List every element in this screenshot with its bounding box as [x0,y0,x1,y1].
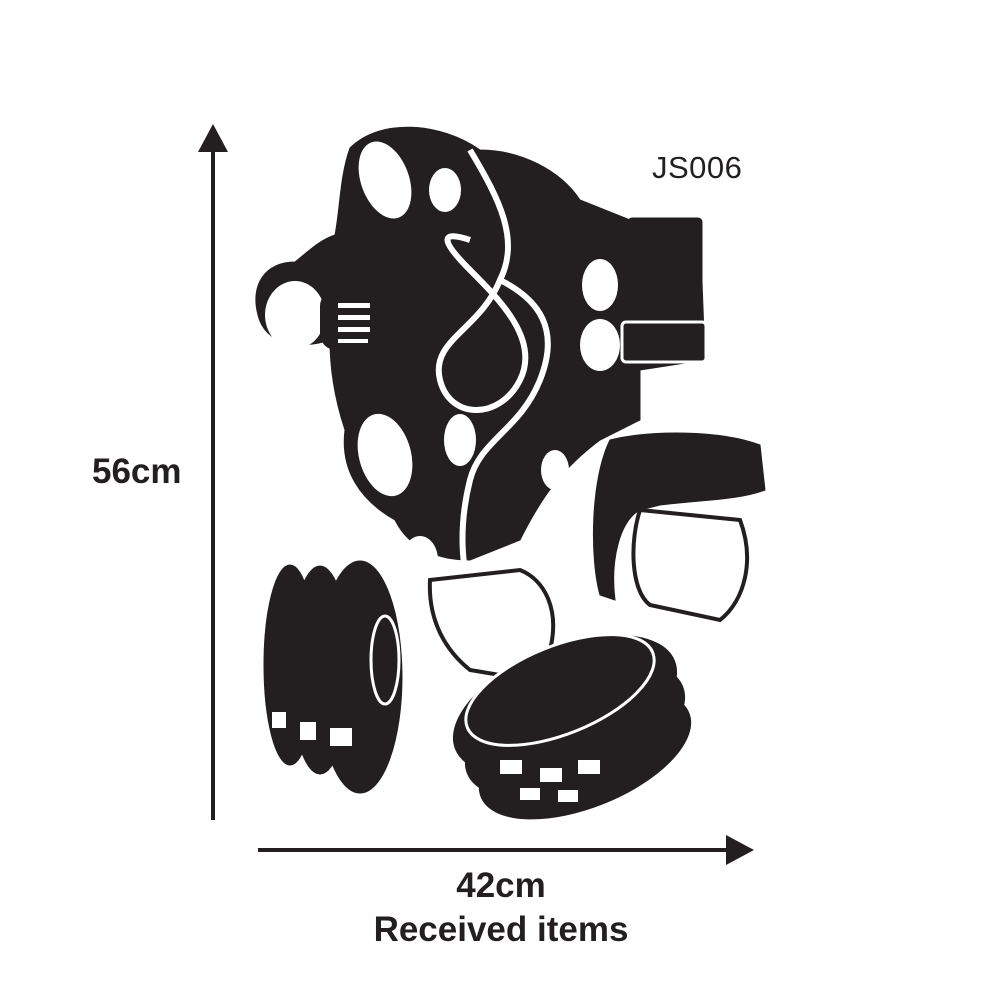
height-dimension: 56cm [92,452,182,491]
caption: Received items [373,910,629,949]
barbell-plates-left [263,560,403,794]
width-arrow [258,835,754,865]
weightlifter-decal-icon [255,126,766,820]
product-code: JS006 [652,150,743,185]
width-dimension: 42cm [456,866,546,905]
height-arrow [198,124,228,820]
barbell-plates-right [452,633,692,820]
